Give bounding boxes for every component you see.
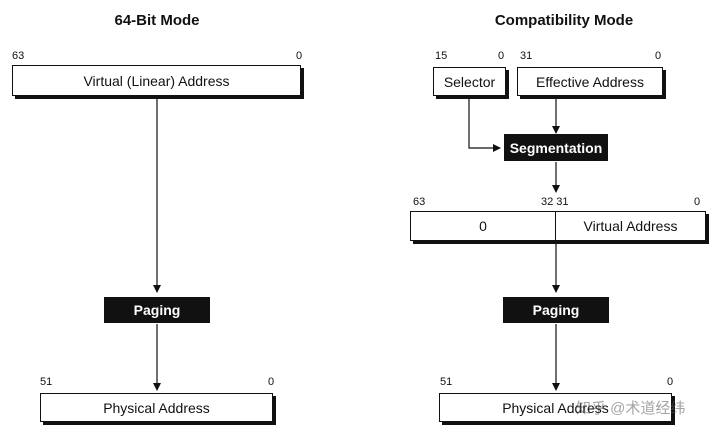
arrow-selector-to-segmentation [468,98,501,152]
right-physical-bit-high: 51 [440,376,453,388]
lower-32-bits-field: Virtual Address [556,212,705,240]
watermark: 知乎 @术道经纬 [576,400,686,417]
left-physical-bit-high: 51 [40,376,53,388]
title-compatibility-mode: Compatibility Mode [494,12,634,29]
compat-virtual-bit-high: 63 [413,196,426,208]
left-physical-bit-low: 0 [268,376,275,388]
title-64bit-mode: 64-Bit Mode [114,12,200,29]
selector-bit-low: 0 [498,50,505,62]
effective-bit-low: 0 [655,50,662,62]
compat-virtual-address-box: 0 Virtual Address [410,211,706,241]
selector-box: Selector [433,67,506,96]
paging-label-left: Paging [133,302,181,318]
physical-address-box-left: Physical Address [40,393,273,422]
paging-box-right: Paging [503,297,609,323]
upper-32-bits-field: 0 [411,212,556,240]
segmentation-label: Segmentation [509,139,603,156]
upper-32-bits-label: 0 [479,218,487,234]
physical-address-label-left: Physical Address [103,399,210,416]
physical-address-label-right: Physical Address [502,399,609,416]
selector-label: Selector [443,73,496,90]
compat-virtual-bit-mid: 32 31 [541,196,569,208]
left-virtual-bit-high: 63 [12,50,25,62]
paging-label-right: Paging [532,302,580,318]
virtual-linear-address-label: Virtual (Linear) Address [83,72,230,89]
selector-bit-high: 15 [435,50,448,62]
left-virtual-bit-low: 0 [296,50,303,62]
effective-address-label: Effective Address [536,73,644,90]
virtual-linear-address-box: Virtual (Linear) Address [12,65,301,96]
segmentation-box: Segmentation [504,134,608,161]
effective-address-box: Effective Address [517,67,663,96]
physical-address-box-right: Physical Address [439,393,672,422]
paging-box-left: Paging [104,297,210,323]
effective-bit-high: 31 [520,50,533,62]
right-physical-bit-low: 0 [667,376,674,388]
compat-virtual-bit-low: 0 [694,196,701,208]
compat-virtual-address-label: Virtual Address [583,218,678,234]
